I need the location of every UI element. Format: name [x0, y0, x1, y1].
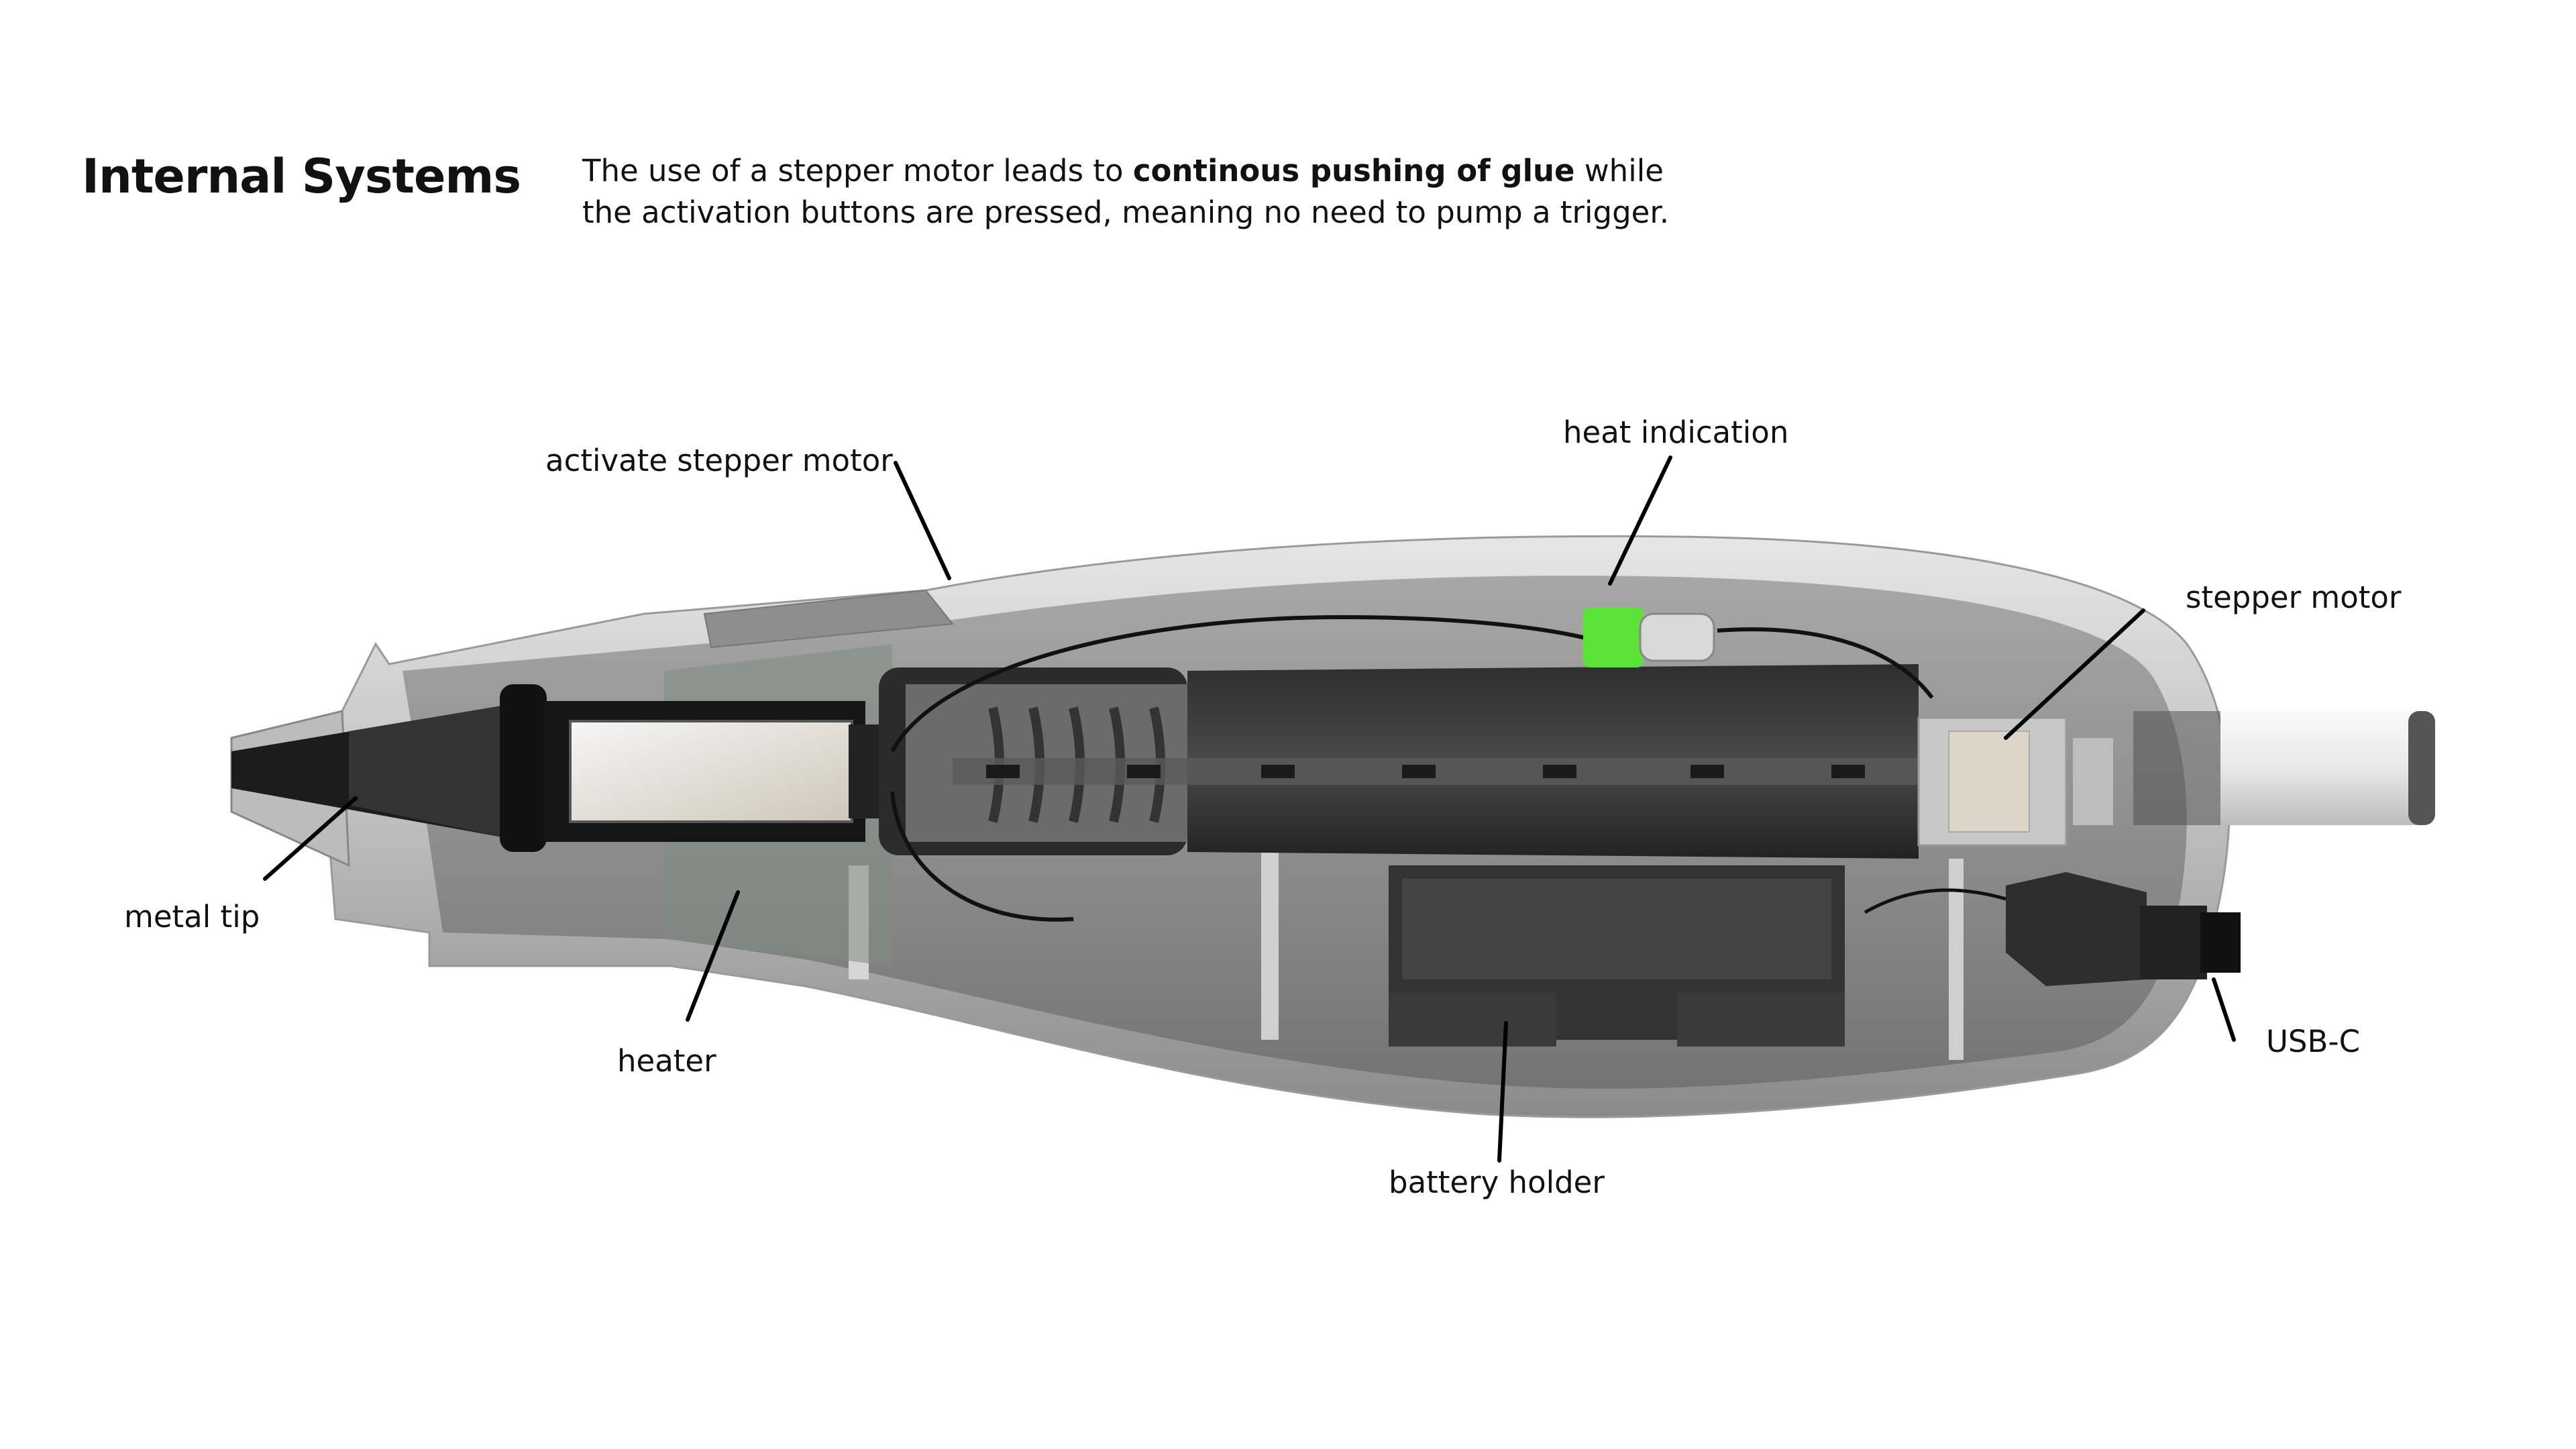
label-activate-stepper-motor: activate stepper motor [545, 443, 893, 478]
heat-indicator-led [1583, 607, 1644, 667]
leader-usb-c [2214, 979, 2234, 1040]
label-usb-c: USB-C [2266, 1024, 2360, 1059]
label-heat-indication: heat indication [1563, 415, 1788, 450]
leader-activate-stepper-motor [896, 463, 949, 578]
label-metal-tip: metal tip [124, 899, 260, 934]
heater-part [543, 701, 896, 842]
label-heater: heater [617, 1043, 716, 1079]
label-stepper-motor: stepper motor [2186, 580, 2401, 615]
battery-holder-part [1389, 865, 1845, 1046]
glue-stick [2133, 711, 2435, 825]
label-battery-holder: battery holder [1389, 1165, 1605, 1200]
